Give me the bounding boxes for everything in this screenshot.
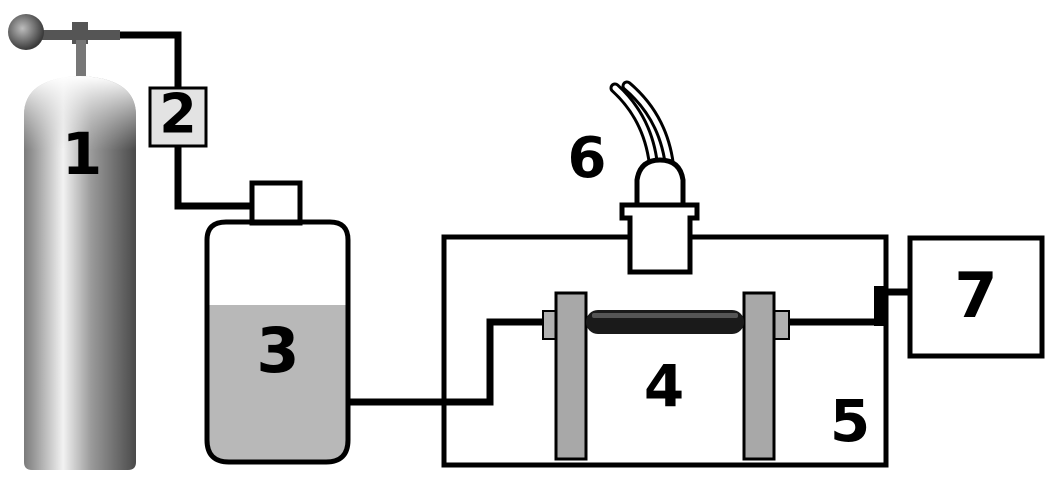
gas-cylinder: 1 <box>8 14 136 470</box>
sample-assembly: 4 <box>542 291 790 461</box>
gas-line <box>120 31 182 88</box>
label-6: 6 <box>568 126 607 191</box>
liquid-tank: 3 <box>204 180 351 465</box>
valve-knob-icon <box>8 14 44 50</box>
label-1: 1 <box>62 120 102 188</box>
label-3: 3 <box>256 314 299 387</box>
label-5: 5 <box>830 387 870 455</box>
label-7: 7 <box>954 259 997 332</box>
right-clamp <box>742 291 776 461</box>
left-clamp <box>554 291 588 461</box>
regulator: 2 <box>148 83 208 148</box>
monitor: 7 <box>907 235 1045 359</box>
liquid-level <box>207 305 348 462</box>
feed-line <box>348 318 545 406</box>
gas-line-lower <box>174 146 252 210</box>
outlet-line <box>789 288 910 326</box>
label-2: 2 <box>159 83 197 146</box>
probe: 6 <box>568 80 700 275</box>
label-4: 4 <box>644 352 684 420</box>
